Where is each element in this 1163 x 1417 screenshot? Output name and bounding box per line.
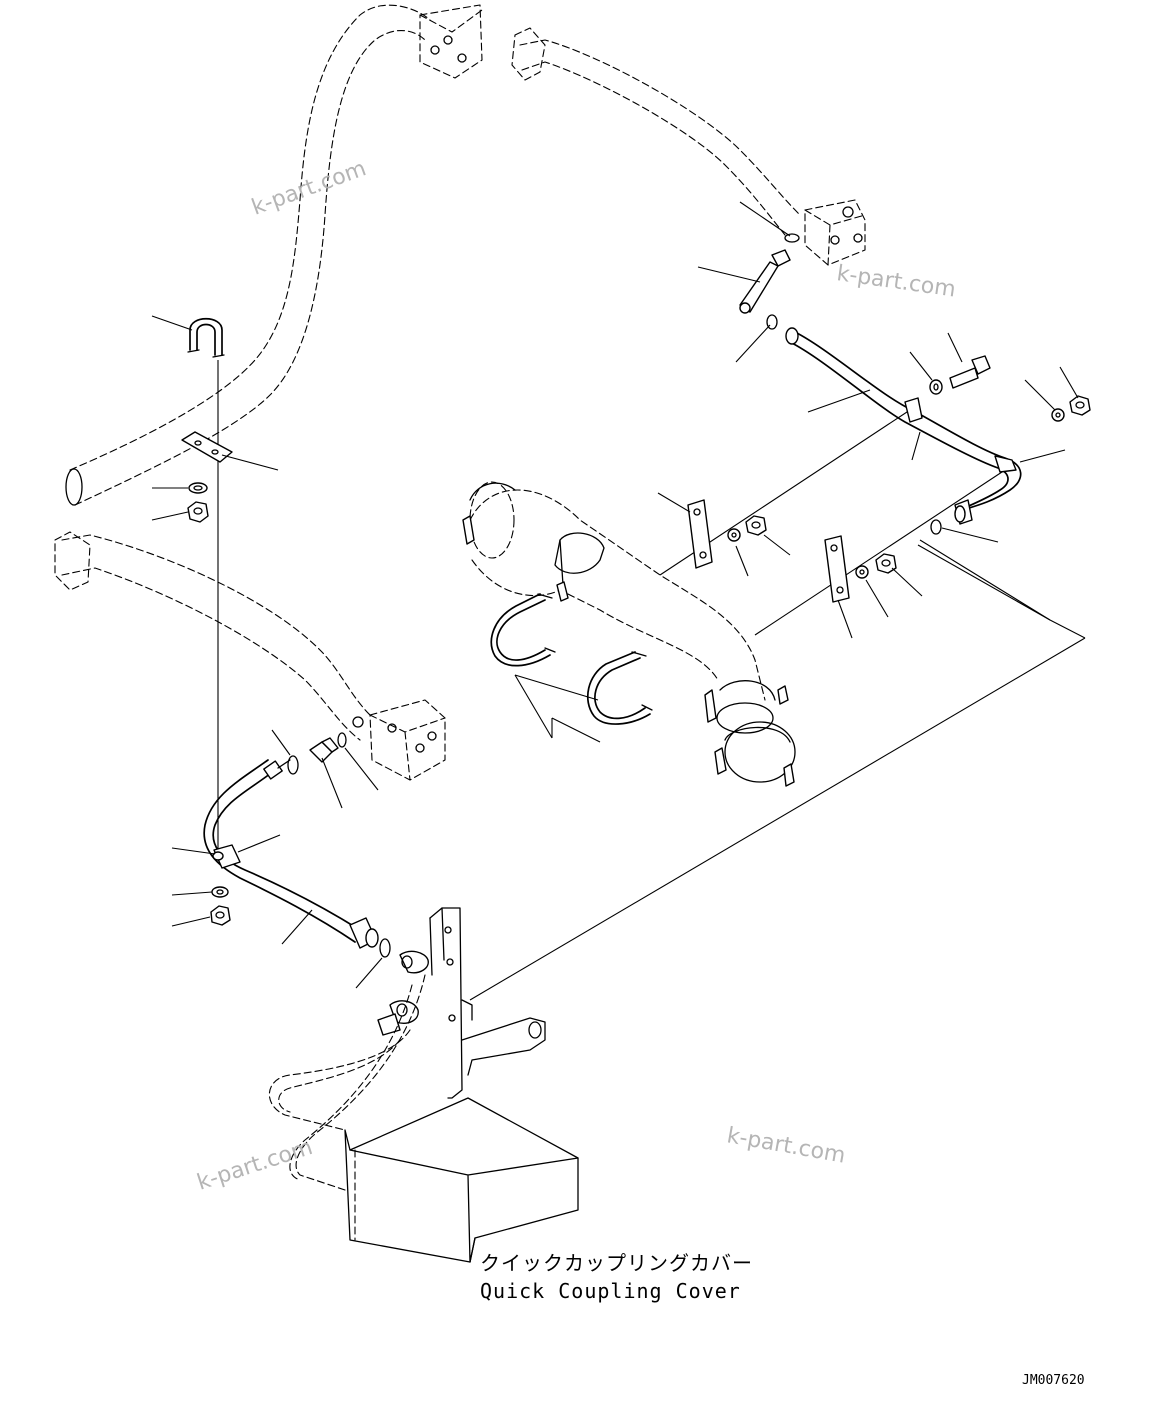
elbow-fitting-left	[309, 737, 339, 763]
quick-coupling-ghost-lines	[268, 974, 426, 1191]
adapter-right	[739, 249, 791, 314]
bolt-right	[949, 355, 991, 389]
washer-left-upper	[188, 482, 208, 494]
o-ring-right-top	[784, 233, 800, 243]
caption-japanese: クイックカップリングカバー	[480, 1251, 753, 1275]
upper-right-ghost-pipe	[511, 27, 866, 266]
lower-left-ghost-pipe	[54, 531, 446, 781]
hose-right	[785, 327, 1022, 525]
nut-strap-2	[875, 553, 897, 574]
o-ring-left-upper	[287, 755, 299, 775]
washer-strap-1	[727, 528, 741, 542]
strap-right-1	[687, 499, 713, 569]
nut-right-1	[1069, 395, 1091, 416]
u-bolt-muffler-2	[586, 651, 653, 725]
clamp-plate-left	[181, 431, 233, 463]
caption-english: Quick Coupling Cover	[480, 1279, 741, 1303]
washer-right-2	[1051, 408, 1065, 422]
washer-right-1	[929, 379, 943, 395]
strap-right-2	[824, 535, 850, 603]
muffler-clamps	[462, 515, 795, 787]
o-ring-left-mid	[337, 732, 347, 748]
hose-clamp-left	[212, 844, 241, 869]
u-bolt-upper-left	[187, 317, 225, 358]
watermark-2: k-part.com	[835, 261, 957, 302]
muffler	[469, 481, 796, 783]
washer-left-lower	[211, 886, 229, 898]
nut-strap-1	[745, 515, 767, 536]
nut-left-lower	[210, 905, 231, 926]
upper-left-ghost-pipe	[65, 4, 483, 506]
quick-coupling-cover	[344, 1097, 579, 1263]
quick-coupling-bracket	[377, 907, 546, 1099]
o-ring-right-lower	[930, 519, 942, 535]
watermark-3: k-part.com	[725, 1123, 847, 1168]
watermark-1: k-part.com	[249, 156, 370, 220]
watermark-4: k-part.com	[194, 1135, 316, 1196]
u-bolt-muffler-1	[490, 593, 556, 667]
nut-left-upper	[187, 501, 209, 523]
o-ring-left-lower	[379, 938, 391, 958]
leader-lines	[151, 201, 1079, 989]
o-ring-right-mid	[766, 314, 778, 330]
washer-strap-2	[855, 565, 869, 579]
drawing-code: JM007620	[1022, 1373, 1085, 1388]
